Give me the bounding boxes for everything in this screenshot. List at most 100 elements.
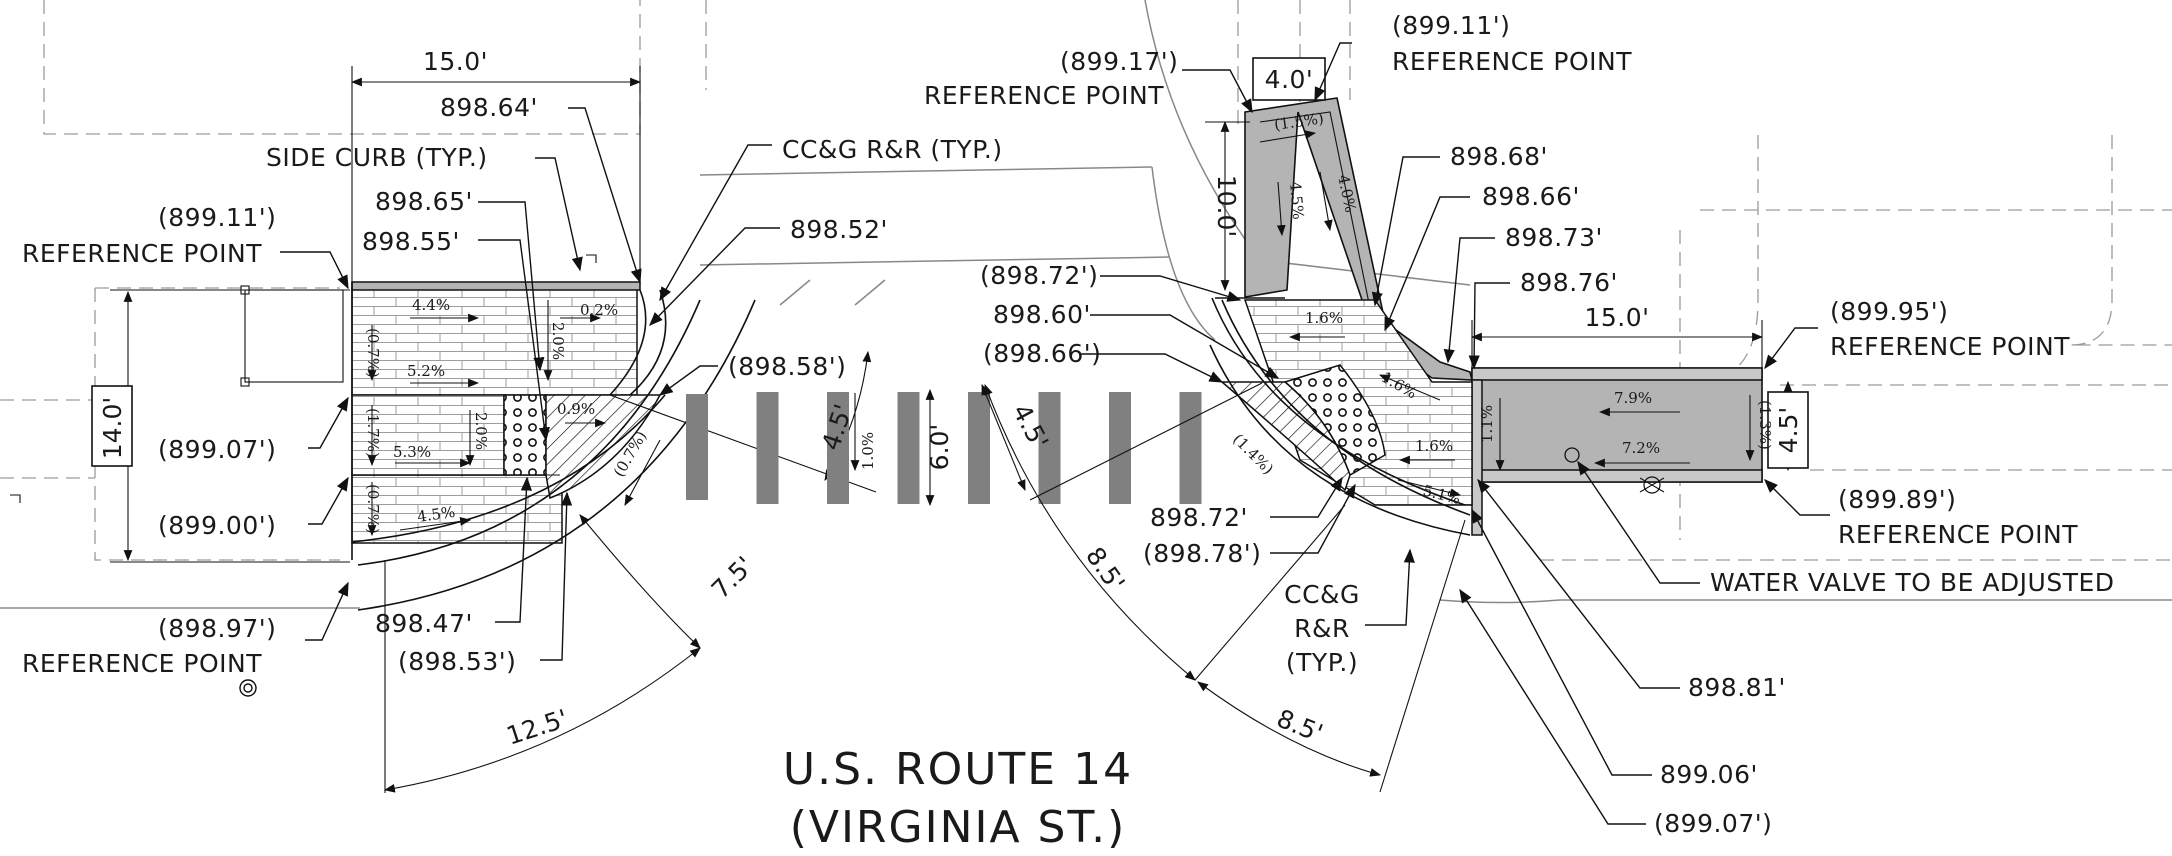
elev-899-07-right: (899.07') bbox=[1654, 809, 1772, 838]
slope-0-7a: (0.7%) bbox=[364, 328, 382, 378]
crosswalk-dimension bbox=[850, 388, 935, 507]
slope-1-7: (1.7%) bbox=[364, 408, 382, 458]
slope-1-6a: 1.6% bbox=[1305, 309, 1343, 327]
right-top-width-dim: 4.0' bbox=[1265, 65, 1314, 94]
slope-5-3: 5.3% bbox=[393, 443, 431, 461]
elev-898-60: 898.60' bbox=[993, 300, 1091, 329]
elev-898-66-paren: (898.66') bbox=[983, 339, 1101, 368]
elev-899-11-left: (899.11') bbox=[158, 203, 276, 232]
ccg-label-2: R&R bbox=[1294, 614, 1350, 643]
elev-898-72-upper: (898.72') bbox=[980, 261, 1098, 290]
slope-0-9: 0.9% bbox=[557, 400, 595, 418]
crosswalk-bar bbox=[968, 392, 990, 504]
elev-899-11-right: (899.11') bbox=[1392, 11, 1510, 40]
crosswalk-bar bbox=[897, 392, 920, 504]
ref-point-left-1: REFERENCE POINT bbox=[22, 239, 262, 268]
left-ramp-upper-brick bbox=[351, 287, 638, 396]
route-title: U.S. ROUTE 14 (VIRGINIA ST.) bbox=[783, 744, 1133, 853]
left-labels: 15.0' 898.64' SIDE CURB (TYP.) CC&G R&R … bbox=[22, 47, 1003, 751]
left-height-dim: 14.0' bbox=[98, 397, 127, 460]
crosswalk-bar bbox=[1109, 392, 1131, 504]
right-landing-depth-dim: 4.5' bbox=[1774, 407, 1803, 454]
crosswalk-bar bbox=[1038, 392, 1061, 504]
left-curb-ramp bbox=[10, 254, 756, 611]
right-landing-width-dim: 15.0' bbox=[1584, 303, 1649, 332]
left-ramp-lower-brick bbox=[351, 474, 563, 544]
left-slope-arrows bbox=[367, 300, 661, 537]
slope-2-0a: 2.0% bbox=[549, 322, 567, 360]
left-radius-7-5: 7.5' bbox=[706, 551, 759, 604]
slope-4-4: 4.4% bbox=[412, 296, 450, 314]
elev-898-81: 898.81' bbox=[1688, 673, 1786, 702]
ref-point-right-3: REFERENCE POINT bbox=[1830, 332, 2070, 361]
right-radius-8-5b: 8.5' bbox=[1273, 704, 1327, 748]
ccg-rr-label: CC&G R&R (TYP.) bbox=[782, 135, 1003, 164]
ccg-label-3: (TYP.) bbox=[1286, 648, 1358, 677]
left-radius-4-5: 4.5' bbox=[816, 401, 858, 454]
elev-898-76: 898.76' bbox=[1520, 268, 1618, 297]
elev-898-47: 898.47' bbox=[375, 609, 473, 638]
left-dimensions bbox=[91, 66, 877, 793]
slope-0-2: 0.2% bbox=[580, 301, 618, 319]
slope-1-6c: 1.6% bbox=[1415, 437, 1453, 455]
left-radius-12-5: 12.5' bbox=[503, 704, 571, 751]
elev-899-07-left: (899.07') bbox=[158, 435, 276, 464]
elev-898-97: (898.97') bbox=[158, 614, 276, 643]
elev-899-00: (899.00') bbox=[158, 511, 276, 540]
elev-898-58: (898.58') bbox=[728, 352, 846, 381]
elev-898-64: 898.64' bbox=[440, 93, 538, 122]
left-detectable-warning bbox=[503, 394, 547, 476]
left-slope-labels: 4.4% 0.2% (0.7%) 5.2% 2.0% (1.7%) 5.3% 2… bbox=[364, 296, 650, 534]
crosswalk-bar bbox=[756, 392, 779, 504]
elev-898-73: 898.73' bbox=[1505, 223, 1603, 252]
elev-898-55: 898.55' bbox=[362, 227, 460, 256]
left-top-curb bbox=[351, 281, 641, 291]
ref-point-right-2: REFERENCE POINT bbox=[924, 81, 1164, 110]
slope-4-5b: 4.5% bbox=[1286, 181, 1307, 221]
slope-1-3: (1.3%) bbox=[1756, 400, 1774, 450]
ref-point-left-2: REFERENCE POINT bbox=[22, 649, 262, 678]
right-radius-8-5a: 8.5' bbox=[1080, 542, 1131, 597]
slope-1-4: (1.4%) bbox=[1229, 430, 1277, 478]
slope-1-1: 1.1% bbox=[1478, 405, 1496, 443]
slope-0-7c: (0.7%) bbox=[364, 484, 382, 534]
crosswalk-bar bbox=[1179, 392, 1202, 504]
right-landing-concrete bbox=[1471, 367, 1763, 483]
elev-899-06: 899.06' bbox=[1660, 760, 1758, 789]
title-line-1: U.S. ROUTE 14 bbox=[783, 744, 1133, 795]
right-ramp-concrete-walk bbox=[1244, 97, 1474, 381]
elev-898-65: 898.65' bbox=[375, 187, 473, 216]
elev-899-95: (899.95') bbox=[1830, 297, 1948, 326]
crosswalk-slope: 1.0% bbox=[859, 432, 877, 470]
ref-point-right-1: REFERENCE POINT bbox=[1392, 47, 1632, 76]
side-curb-label: SIDE CURB (TYP.) bbox=[266, 143, 488, 172]
title-line-2: (VIRGINIA ST.) bbox=[790, 802, 1127, 853]
crosswalk-bar bbox=[827, 392, 849, 504]
elev-898-52: 898.52' bbox=[790, 215, 888, 244]
elev-899-89: (899.89') bbox=[1838, 485, 1956, 514]
water-valve-label: WATER VALVE TO BE ADJUSTED bbox=[1710, 568, 2115, 597]
slope-4-5a: 4.5% bbox=[416, 503, 456, 526]
crosswalk-width-dim: 6.0' bbox=[925, 424, 954, 471]
slope-5-2: 5.2% bbox=[407, 362, 445, 380]
left-width-dim: 15.0' bbox=[423, 47, 488, 76]
crosswalk-labels: 6.0' 1.0% bbox=[859, 424, 954, 471]
right-curb-ramp bbox=[1209, 97, 1763, 536]
crosswalk-bar bbox=[686, 394, 708, 500]
slope-2-0b: 2.0% bbox=[472, 412, 490, 450]
right-slope-arrows bbox=[1259, 130, 1755, 497]
right-labels: (899.11') REFERENCE POINT (899.17') REFE… bbox=[924, 11, 2115, 838]
elev-898-78: (898.78') bbox=[1143, 539, 1261, 568]
elev-899-17: (899.17') bbox=[1060, 47, 1178, 76]
elev-898-53: (898.53') bbox=[398, 647, 516, 676]
right-side-dim: 10.0' bbox=[1212, 175, 1241, 238]
slope-7-9: 7.9% bbox=[1614, 389, 1652, 407]
elev-898-66: 898.66' bbox=[1482, 182, 1580, 211]
elev-898-68: 898.68' bbox=[1450, 142, 1548, 171]
slope-7-2: 7.2% bbox=[1622, 439, 1660, 457]
label-leaders bbox=[280, 42, 1830, 825]
right-dimensions bbox=[981, 57, 1809, 793]
ccg-label-1: CC&G bbox=[1284, 580, 1360, 609]
elev-898-72-lower: 898.72' bbox=[1150, 503, 1248, 532]
